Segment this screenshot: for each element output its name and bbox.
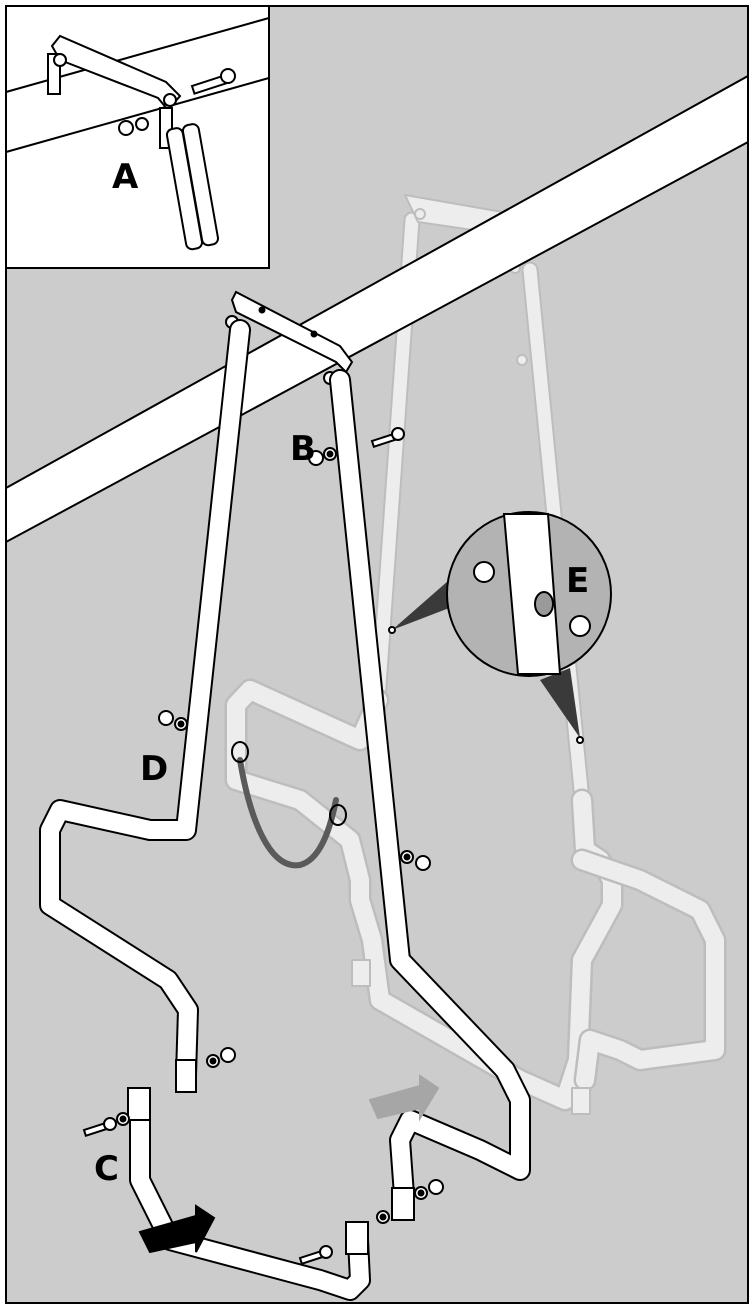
zoom-tube: [502, 513, 562, 675]
tether-strap: [231, 741, 347, 869]
zoom-detail: [388, 511, 612, 744]
washer-icon: [135, 117, 149, 131]
bolt-icon: [190, 68, 236, 95]
callout-c: C: [94, 1149, 119, 1189]
nut-icon: [118, 120, 134, 136]
inset-strap: [165, 123, 219, 251]
nut-icon: [308, 450, 324, 466]
bolt-hole: [258, 306, 266, 314]
bolt-icon: [370, 427, 405, 448]
clamp-left-lower: [127, 1087, 151, 1121]
clamp-right-upper: [391, 1187, 415, 1221]
washer-icon: [323, 447, 337, 461]
bolt-icon: [82, 1117, 117, 1137]
nut-icon: [428, 1179, 444, 1195]
pointer-dot: [576, 736, 584, 744]
inset-a: [5, 5, 270, 269]
washer-icon: [206, 1054, 220, 1068]
pointer-dot: [388, 626, 396, 634]
callout-d: D: [140, 749, 168, 789]
crossbar: [5, 74, 749, 544]
callout-e: E: [566, 561, 589, 601]
clamps: [127, 1059, 415, 1255]
nut-icon: [415, 855, 431, 871]
washer-icon: [414, 1186, 428, 1200]
clamp-right-lower: [345, 1221, 369, 1255]
callout-a: A: [112, 157, 139, 197]
washer-icon: [116, 1112, 130, 1126]
arrows: [138, 1074, 440, 1254]
nut-icon: [220, 1047, 236, 1063]
clamp-left-upper: [175, 1059, 197, 1093]
zoom-pointer: [540, 668, 580, 738]
callout-b: B: [290, 429, 316, 469]
push-arrow-icon: [138, 1204, 216, 1254]
nut-icon: [158, 710, 174, 726]
washer-icon: [376, 1210, 390, 1224]
hardware: [82, 427, 444, 1265]
nut-icon: [473, 561, 495, 583]
inset-bracket: [47, 34, 182, 149]
washer-icon: [400, 850, 414, 864]
nut-icon: [569, 615, 591, 637]
washer-icon: [174, 717, 188, 731]
main-frame: [39, 319, 531, 1301]
bolt-icon: [298, 1245, 333, 1265]
bolt-hole: [310, 330, 318, 338]
push-arrow-icon: [368, 1074, 440, 1122]
strap-ring: [329, 804, 347, 826]
strap-ring: [231, 741, 249, 763]
zoom-hole: [534, 591, 554, 617]
